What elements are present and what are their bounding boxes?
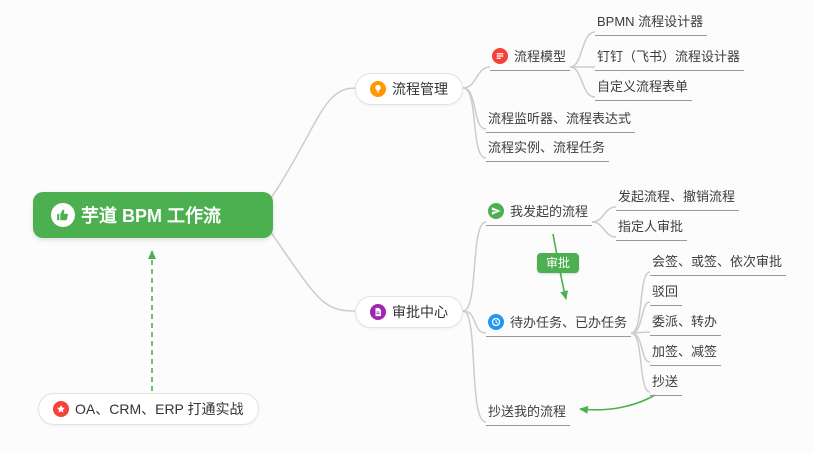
node-bpmn-designer[interactable]: BPMN 流程设计器: [595, 11, 708, 36]
node-cc-my-process-label: 抄送我的流程: [488, 404, 567, 419]
node-assignee-approval[interactable]: 指定人审批: [616, 216, 688, 241]
cc-relation-arrow: [579, 394, 656, 414]
paper-plane-icon: [488, 202, 504, 219]
node-countersign[interactable]: 会签、或签、依次审批: [650, 251, 787, 276]
node-delegate-transfer[interactable]: 委派、转办: [650, 311, 722, 336]
node-reject[interactable]: 驳回: [650, 281, 683, 306]
node-add-remove-sign-label: 加签、减签: [652, 344, 718, 359]
node-process-model-label: 流程模型: [514, 49, 567, 64]
node-cc[interactable]: 抄送: [650, 371, 683, 396]
node-add-remove-sign[interactable]: 加签、减签: [650, 341, 722, 366]
connector-lines: [267, 31, 651, 423]
node-approval-center[interactable]: 审批中心: [355, 296, 463, 328]
node-custom-form[interactable]: 自定义流程表单: [595, 76, 693, 101]
node-initiate-cancel[interactable]: 发起流程、撤销流程: [616, 186, 740, 211]
node-todo-done[interactable]: 待办任务、已办任务: [486, 312, 632, 337]
node-root-label: 芋道 BPM 工作流: [81, 206, 222, 226]
lightbulb-icon: [370, 81, 386, 97]
node-delegate-transfer-label: 委派、转办: [652, 314, 718, 329]
node-dingtalk-designer-label: 钉钉（飞书）流程设计器: [597, 49, 741, 64]
node-my-initiated-label: 我发起的流程: [510, 204, 589, 219]
node-approval-center-label: 审批中心: [392, 304, 448, 320]
clock-icon: [488, 313, 504, 330]
node-bpmn-designer-label: BPMN 流程设计器: [597, 14, 704, 29]
node-process-model[interactable]: 流程模型: [490, 46, 571, 71]
node-process-management[interactable]: 流程管理: [355, 73, 463, 105]
node-instance-task-label: 流程实例、流程任务: [488, 140, 606, 155]
node-my-initiated[interactable]: 我发起的流程: [486, 201, 593, 226]
star-icon: [53, 401, 69, 417]
node-cc-my-process[interactable]: 抄送我的流程: [486, 401, 571, 426]
node-oa-crm-erp[interactable]: OA、CRM、ERP 打通实战: [38, 393, 259, 425]
node-dingtalk-designer[interactable]: 钉钉（飞书）流程设计器: [595, 46, 745, 71]
node-root[interactable]: 芋道 BPM 工作流: [33, 192, 273, 238]
approval-badge[interactable]: 审批: [537, 253, 580, 273]
node-instance-task[interactable]: 流程实例、流程任务: [486, 137, 610, 162]
node-listener-expression[interactable]: 流程监听器、流程表达式: [486, 108, 636, 133]
node-initiate-cancel-label: 发起流程、撤销流程: [618, 189, 736, 204]
node-assignee-approval-label: 指定人审批: [618, 219, 684, 234]
thumbs-up-icon: [51, 203, 75, 227]
node-reject-label: 驳回: [652, 284, 679, 299]
document-icon: [370, 304, 386, 320]
node-listener-expression-label: 流程监听器、流程表达式: [488, 111, 632, 126]
node-countersign-label: 会签、或签、依次审批: [652, 254, 783, 269]
node-custom-form-label: 自定义流程表单: [597, 79, 689, 94]
node-oa-crm-erp-label: OA、CRM、ERP 打通实战: [75, 401, 244, 417]
node-cc-label: 抄送: [652, 374, 679, 389]
node-todo-done-label: 待办任务、已办任务: [510, 315, 628, 330]
list-icon: [492, 47, 508, 64]
node-process-management-label: 流程管理: [392, 81, 448, 97]
